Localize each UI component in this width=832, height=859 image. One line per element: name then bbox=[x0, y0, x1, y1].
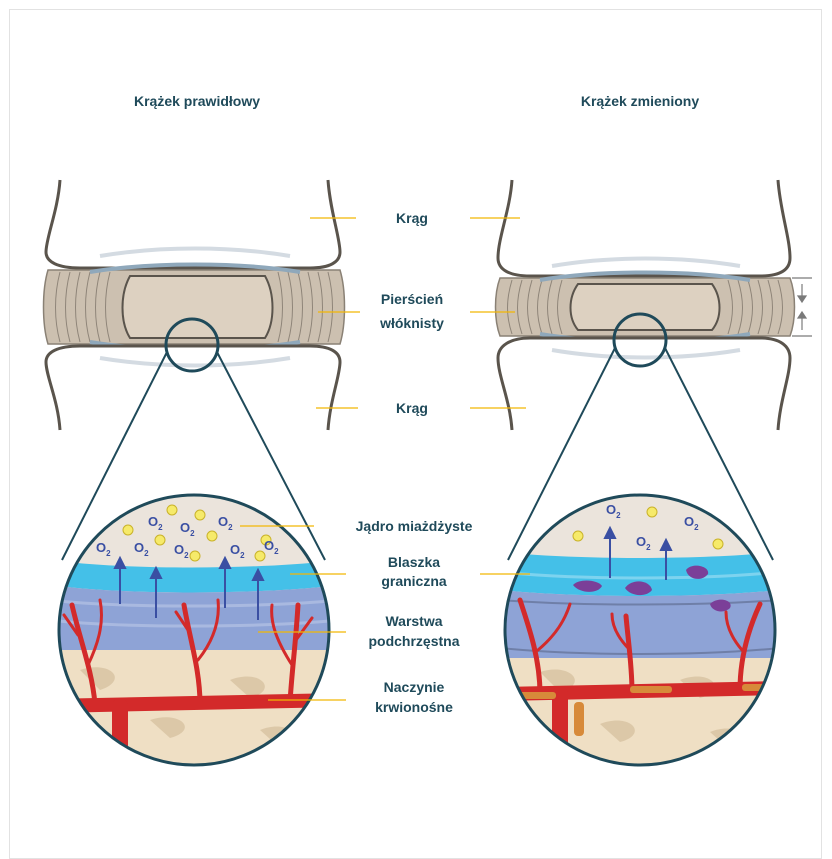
label-vertebra-bottom: Krąg bbox=[396, 400, 428, 416]
vertebra-top-right bbox=[498, 180, 790, 276]
label-vessel-line2: krwionośne bbox=[375, 699, 453, 715]
normal-magnified-view: O2 O2 O2 O2 O2 O2 O2 O2 bbox=[50, 490, 340, 780]
vertebra-bottom-right bbox=[498, 338, 790, 430]
label-subchondral-line2: podchrzęstna bbox=[368, 633, 459, 649]
title-normal-disc: Krążek prawidłowy bbox=[134, 93, 260, 109]
label-vertebra-top: Krąg bbox=[396, 210, 428, 226]
changed-disc bbox=[496, 273, 795, 342]
title-changed-disc: Krążek zmieniony bbox=[581, 93, 699, 109]
label-annulus-line1: Pierścień bbox=[381, 291, 443, 307]
label-vessel-line1: Naczynie bbox=[384, 679, 445, 695]
label-annulus-line2: włóknisty bbox=[379, 315, 444, 331]
center-labels: Krąg Pierścień włóknisty Krąg Jądro miaż… bbox=[356, 210, 473, 715]
vertebra-bottom-left bbox=[46, 346, 340, 430]
label-endplate-line2: graniczna bbox=[381, 573, 447, 589]
changed-magnified-view: O2 O2 O2 bbox=[500, 490, 790, 780]
vertebra-top-left bbox=[46, 180, 340, 268]
label-endplate-line1: Blaszka bbox=[388, 554, 440, 570]
label-nucleus: Jądro miażdżyste bbox=[356, 518, 473, 534]
normal-disc bbox=[44, 265, 345, 350]
label-subchondral-line1: Warstwa bbox=[385, 613, 442, 629]
